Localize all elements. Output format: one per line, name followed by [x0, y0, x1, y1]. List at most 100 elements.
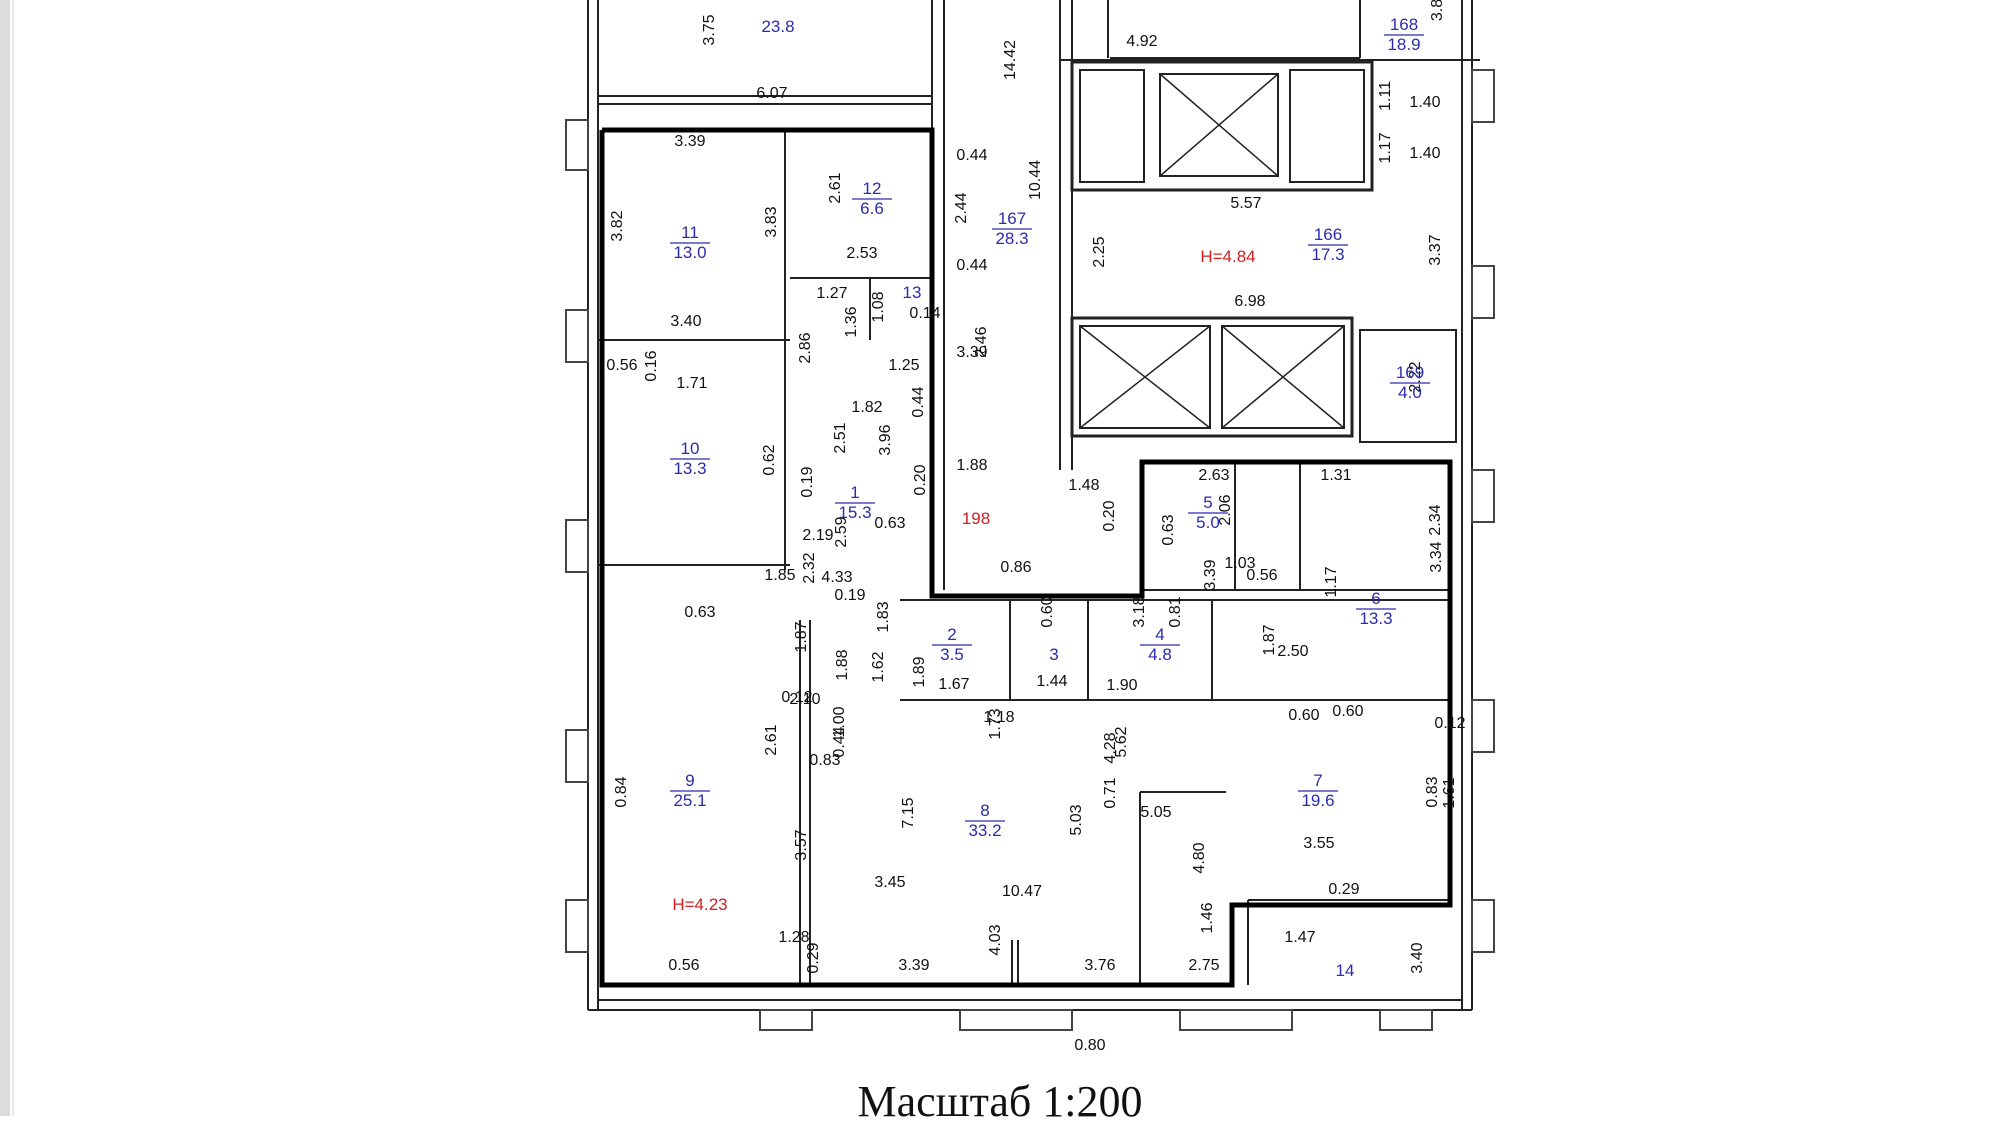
ceiling-height-label: H=4.23 — [672, 895, 727, 914]
room-label-r4: 44.8 — [1140, 625, 1180, 664]
room-area: 25.1 — [673, 791, 706, 810]
dimension-label: 3.96 — [877, 424, 894, 455]
dimension-label: 1.03 — [1224, 555, 1255, 572]
dimension-label: 5.03 — [1068, 804, 1085, 835]
dimension-label: 4.33 — [821, 569, 852, 586]
dimension-label: 0.81 — [1167, 596, 1184, 627]
left-window-edge — [0, 0, 10, 1116]
dimension-label: 4.03 — [987, 924, 1004, 955]
dimension-label: 3.45 — [874, 874, 905, 891]
room-area: 6.6 — [860, 199, 884, 218]
dimension-label: 1.87 — [1261, 624, 1278, 655]
dimension-label: 1.47 — [1284, 929, 1315, 946]
dimension-label: 6.07 — [756, 85, 787, 102]
dimension-label: 1.87 — [793, 621, 810, 652]
room-area: 33.2 — [968, 821, 1001, 840]
dimension-label: 10.44 — [1027, 160, 1044, 200]
room-label-r14: 14 — [1336, 961, 1355, 980]
room-number: 1 — [850, 483, 859, 502]
room-number: 5 — [1203, 493, 1212, 512]
dimension-label: 2.86 — [797, 332, 814, 363]
room-number: 169 — [1396, 363, 1424, 382]
dimension-label: 5.57 — [1230, 195, 1261, 212]
dimension-label: 2.51 — [832, 422, 849, 453]
dimension-label: 1.62 — [870, 651, 887, 682]
plan-windows — [565, 69, 1495, 1031]
dimension-label: 3.82 — [609, 210, 626, 241]
dimension-label: 0.60 — [1039, 596, 1056, 627]
dimension-label: 1.83 — [875, 601, 892, 632]
dimension-label: 1.48 — [1068, 477, 1099, 494]
dimension-label: 14.42 — [1002, 40, 1019, 80]
room-number: 11 — [681, 223, 699, 242]
room-label-r1: 115.3 — [835, 483, 875, 522]
room-area: 28.3 — [995, 229, 1028, 248]
dimension-label: 2.63 — [1198, 467, 1229, 484]
room-number: 168 — [1390, 15, 1418, 34]
room-label-r6: 613.3 — [1356, 589, 1396, 628]
dimension-label: 3.57 — [793, 829, 810, 860]
dimension-label: 2.06 — [1217, 494, 1234, 525]
dimension-label: 5.05 — [1140, 804, 1171, 821]
dimension-label: 3.40 — [1409, 942, 1426, 973]
dimension-label: 1.90 — [1106, 677, 1137, 694]
dimension-label: 3.18 — [1131, 596, 1148, 627]
dimension-label: 1.28 — [778, 929, 809, 946]
left-divider-line — [12, 0, 14, 1116]
dimension-label: 1.00 — [831, 706, 848, 737]
dimension-label: 0.44 — [956, 147, 987, 164]
dimension-label: 0.63 — [874, 515, 905, 532]
room-label-r7: 719.6 — [1298, 771, 1338, 810]
dimension-label: 0.60 — [1332, 703, 1363, 720]
dimension-label: 3.76 — [1084, 957, 1115, 974]
room-label-r12: 126.6 — [852, 179, 892, 218]
room-label-r-top: 23.8 — [761, 17, 794, 36]
dimension-label: 3.40 — [670, 313, 701, 330]
apartment-number: 198 — [962, 509, 990, 528]
dimension-label: 4.80 — [1191, 842, 1208, 873]
room-area: 15.3 — [838, 503, 871, 522]
dimension-label: 3.75 — [701, 14, 718, 45]
dimension-label: 0.44 — [831, 726, 848, 757]
room-area: 13.3 — [673, 459, 706, 478]
dimension-label: 0.29 — [805, 942, 822, 973]
room-area: 3.5 — [940, 645, 964, 664]
room-label-r3: 3 — [1049, 645, 1058, 664]
room-number: 8 — [980, 801, 989, 820]
dimension-label: 1.27 — [816, 285, 847, 302]
scale-caption: Масштаб 1:200 — [857, 1077, 1143, 1126]
room-area: 5.0 — [1196, 513, 1220, 532]
room-number: 3 — [1049, 645, 1058, 664]
dimension-label: 4.28 — [1102, 732, 1119, 763]
room-label-r8: 833.2 — [965, 801, 1005, 840]
dimension-label: 1.25 — [888, 357, 919, 374]
dimension-label: 3.34 — [1428, 541, 1445, 572]
dimension-label: 1.88 — [956, 457, 987, 474]
dimension-label: 10.47 — [1002, 883, 1042, 900]
dimension-label: 0.84 — [613, 776, 630, 807]
dimension-label: 1.73 — [987, 708, 1004, 739]
room-number: 6 — [1371, 589, 1380, 608]
room-label-r13: 13 — [903, 283, 922, 302]
dimension-label: 0.12 — [1434, 715, 1465, 732]
room-number: 4 — [1155, 625, 1164, 644]
dimension-label: 2.59 — [833, 516, 850, 547]
dimension-label: 3.39 — [898, 957, 929, 974]
dimension-label: 0.83 — [1424, 776, 1441, 807]
dimension-label: 1.61 — [1441, 777, 1458, 808]
dimension-label: 0.83 — [809, 752, 840, 769]
room-area: 23.8 — [761, 17, 794, 36]
dimension-label: 0.60 — [1288, 707, 1319, 724]
dimension-label: 1.82 — [851, 399, 882, 416]
dimension-label: 2.34 — [1427, 504, 1444, 535]
dimension-label: 2.46 — [973, 326, 990, 357]
dimension-label: 2.19 — [802, 527, 833, 544]
apartment-outline — [599, 127, 1453, 988]
plan-walls — [587, 0, 1480, 1011]
dimension-label: 1.88 — [834, 649, 851, 680]
dimension-label: 6.98 — [1234, 293, 1265, 310]
dimension-label: 1.71 — [676, 375, 707, 392]
